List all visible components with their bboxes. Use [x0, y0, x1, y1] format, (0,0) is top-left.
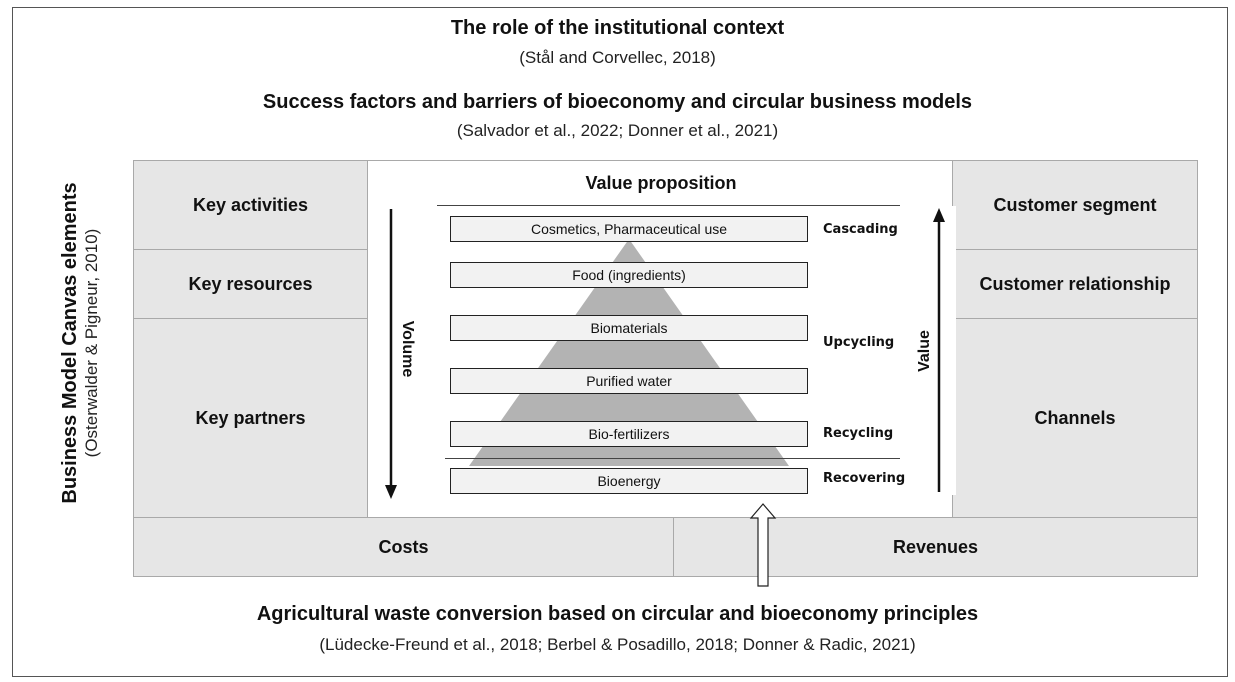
side-label-title: Business Model Canvas elements: [59, 182, 81, 504]
cell-key-activities: Key activities: [133, 160, 368, 250]
label-recycling: Recycling: [823, 426, 894, 441]
pyramid-shape: [469, 239, 789, 466]
citation-success-factors: (Salvador et al., 2022; Donner et al., 2…: [456, 121, 779, 140]
cell-customer-segment: Customer segment: [952, 160, 1198, 250]
label-upcycling: Upcycling: [823, 335, 895, 350]
cell-customer-relationship: Customer relationship: [952, 249, 1198, 319]
value-label: Value: [916, 329, 933, 372]
heading-institutional-context: The role of the institutional context: [450, 17, 785, 39]
side-label-citation: (Osterwalder & Pigneur, 2010): [82, 228, 101, 458]
value-proposition-panel: Value proposition Cosmetics, Pharmaceuti…: [367, 160, 953, 518]
cell-costs: Costs: [133, 517, 674, 577]
tier-purified-water: Purified water: [450, 368, 808, 394]
footer-title: Agricultural waste conversion based on c…: [256, 603, 979, 625]
volume-arrow-down-icon: [385, 209, 397, 499]
tier-cosmetics: Cosmetics, Pharmaceutical use: [450, 216, 808, 242]
side-label-bmc: Business Model Canvas elements (Osterwal…: [59, 182, 103, 503]
volume-bar: Volume: [380, 197, 422, 500]
pyramid-divider-line: [445, 458, 900, 459]
tier-bio-fertilizers: Bio-fertilizers: [450, 421, 808, 447]
tier-biomaterials: Biomaterials: [450, 315, 808, 341]
heading-success-factors: Success factors and barriers of bioecono…: [262, 91, 973, 113]
value-arrow-up-icon: [933, 208, 945, 492]
pyramid-top-line: [437, 205, 900, 206]
value-proposition-title: Value proposition: [585, 173, 737, 193]
citation-institutional-context: (Stål and Corvellec, 2018): [519, 48, 716, 67]
value-bar: Value: [914, 206, 956, 495]
cell-key-partners: Key partners: [133, 318, 368, 518]
cell-channels: Channels: [952, 318, 1198, 518]
cell-revenues: Revenues: [673, 517, 1198, 577]
pyramid-graphic: [469, 239, 789, 466]
tier-bioenergy: Bioenergy: [450, 468, 808, 494]
label-cascading: Cascading: [823, 222, 898, 237]
label-recovering: Recovering: [823, 471, 906, 486]
tier-food: Food (ingredients): [450, 262, 808, 288]
footer-citation: (Lüdecke-Freund et al., 2018; Berbel & P…: [319, 635, 916, 654]
cell-key-resources: Key resources: [133, 249, 368, 319]
volume-label: Volume: [399, 320, 416, 377]
